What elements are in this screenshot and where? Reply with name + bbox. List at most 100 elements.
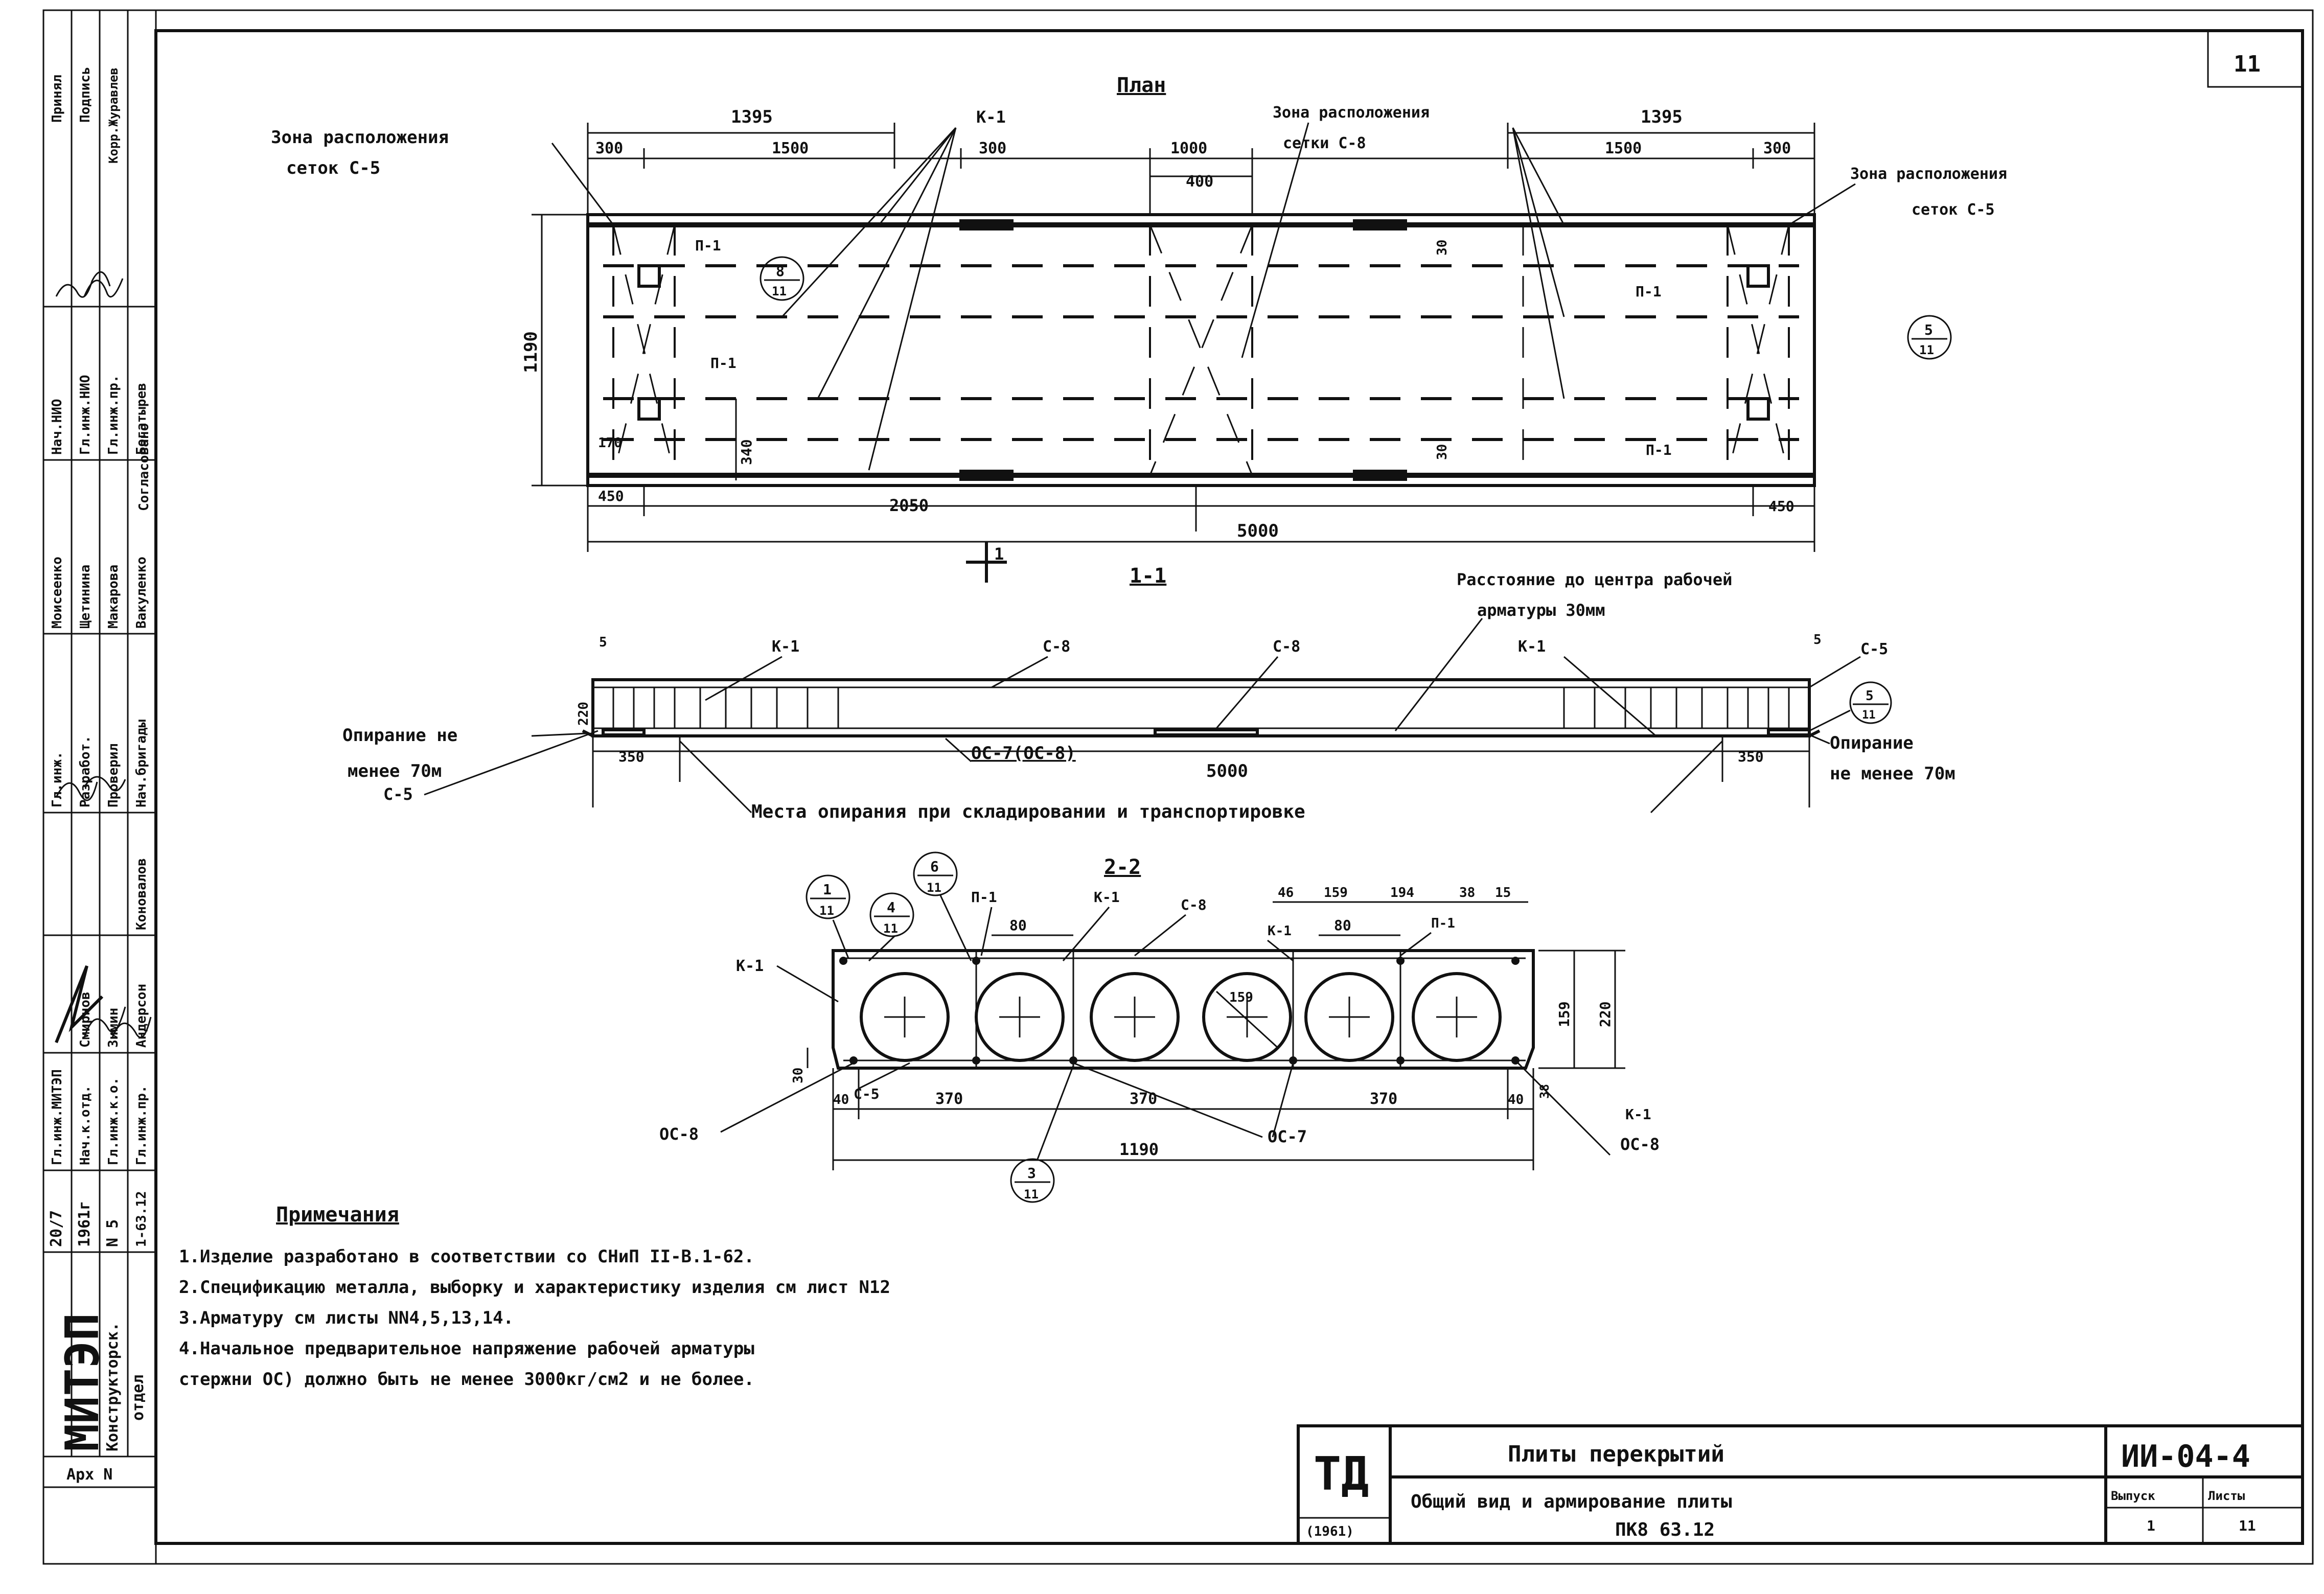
s2-ref-4-num: 4 bbox=[887, 899, 895, 916]
stamp-role-6: Проверил bbox=[106, 744, 121, 807]
s2-ref-6-num: 6 bbox=[930, 858, 939, 875]
signature-5 bbox=[55, 965, 104, 1044]
stamp-name-9: Согласовано bbox=[136, 423, 152, 511]
s2-dim-80-b: 80 bbox=[1334, 917, 1351, 934]
note-line-4: 4.Начальное предварительное напряжение р… bbox=[179, 1338, 754, 1359]
stirrups-left bbox=[612, 687, 839, 728]
stamp-name-8: Богатырев bbox=[134, 383, 149, 455]
signature-3 bbox=[55, 781, 98, 801]
s1-dim-350-l: 350 bbox=[618, 748, 645, 765]
corner-sheet-number: 11 bbox=[2234, 51, 2261, 77]
stamp-role-0: Гл.инж.МИТЭП bbox=[50, 1069, 65, 1165]
dim-2050: 2050 bbox=[889, 496, 929, 515]
dim-1395-right: 1395 bbox=[1641, 107, 1683, 127]
signature-2 bbox=[83, 278, 124, 298]
s2-k1-d: К-1 bbox=[1625, 1106, 1651, 1123]
s1-support-r-2: не менее 70м bbox=[1830, 764, 1955, 784]
sheet-value: 11 bbox=[2239, 1517, 2256, 1534]
s2-ref-4-circle bbox=[869, 892, 914, 937]
stamp-role-10: Гл.инж.пр. bbox=[106, 375, 121, 455]
s1-note-right-1: Расстояние до центра рабочей bbox=[1457, 570, 1732, 589]
zone-mid-label-1: Зона расположения bbox=[1273, 104, 1430, 122]
detail-ref-8-circle bbox=[760, 256, 804, 301]
stamp-role-1: Нач.к.отд. bbox=[78, 1085, 93, 1165]
s2-dim-30-v: 30 bbox=[791, 1068, 806, 1083]
s2-dim-38: 38 bbox=[1459, 885, 1475, 900]
stamp-role-8: Нач.НИО bbox=[50, 399, 65, 455]
ref-5-den: 11 bbox=[1919, 343, 1934, 357]
notes-title: Примечания bbox=[276, 1203, 399, 1227]
dim-400: 400 bbox=[1186, 173, 1213, 191]
title-block: ТД (1961) Плиты перекрытий Общий вид и а… bbox=[1297, 30, 2304, 1545]
note-line-5: стержни ОС) должно быть не менее 3000кг/… bbox=[179, 1369, 754, 1390]
note-line-2: 2.Спецификацию металла, выборку и характ… bbox=[179, 1277, 890, 1298]
side-stamp: МИТЭП Конструкторск. отдел Арх N 20/7 19… bbox=[42, 9, 157, 1565]
s2-ref-3-den: 11 bbox=[1024, 1187, 1039, 1202]
note-line-3: 3.Арматуру см листы NN4,5,13,14. bbox=[179, 1308, 514, 1328]
s1-dim-5000: 5000 bbox=[1206, 761, 1248, 781]
s1-c8-b: С-8 bbox=[1273, 638, 1300, 656]
stamp-role-12: Подпись bbox=[78, 66, 93, 123]
sheet-subtitle-1: Общий вид и армирование плиты bbox=[1411, 1491, 1732, 1512]
ref-8-den: 11 bbox=[772, 284, 787, 298]
stamp-role-7: Нач.бригады bbox=[134, 719, 149, 807]
dim-300-c: 300 bbox=[1763, 140, 1791, 157]
dim-5000: 5000 bbox=[1237, 521, 1279, 541]
s2-k1-a: К-1 bbox=[736, 957, 764, 975]
dim-1500-a: 1500 bbox=[772, 140, 809, 157]
s2-dim-80-a: 80 bbox=[1009, 917, 1027, 934]
section2-outline bbox=[832, 949, 1535, 1070]
s2-k1-c: К-1 bbox=[1268, 923, 1292, 939]
s2-dim-159-circle: 159 bbox=[1229, 990, 1253, 1005]
dim-450-l: 450 bbox=[598, 488, 624, 504]
dim-340: 340 bbox=[738, 439, 755, 465]
s1-c5-r: С-5 bbox=[1860, 640, 1888, 658]
zone-left-label-2: сеток С-5 bbox=[286, 158, 380, 178]
s2-dim-370-a: 370 bbox=[935, 1090, 963, 1108]
s1-note-right-2: арматуры 30мм bbox=[1477, 600, 1605, 620]
stamp-series-1: 20/7 bbox=[48, 1210, 65, 1247]
stamp-series-2: 1961г bbox=[76, 1201, 94, 1247]
s2-dim-40-l: 40 bbox=[833, 1092, 849, 1107]
stamp-role-2: Гл.инж.к.о. bbox=[106, 1077, 121, 1165]
stamp-num-2: 1-63.12 bbox=[134, 1191, 149, 1247]
s2-ref-1-den: 11 bbox=[819, 904, 834, 918]
sheet-label: Листы bbox=[2208, 1489, 2245, 1503]
stamp-name-4: Щетинина bbox=[78, 565, 93, 629]
org-mark: ТД bbox=[1314, 1447, 1369, 1501]
s2-ref-1-circle bbox=[806, 874, 850, 919]
notes-block: Примечания 1.Изделие разработано в соотв… bbox=[179, 1203, 890, 1390]
sheet-subtitle-2: ПК8 63.12 bbox=[1615, 1519, 1715, 1540]
zone-right-label-1: Зона расположения bbox=[1850, 165, 2007, 183]
section-2-2: 2-2 80 80 46 159 194 38 15 bbox=[659, 851, 1660, 1203]
s2-dim-38-b: 38 bbox=[1537, 1084, 1552, 1099]
stamp-name-3: Коновалов bbox=[134, 858, 149, 930]
plan-view: План bbox=[271, 74, 2007, 583]
dim-30-bot: 30 bbox=[1435, 444, 1450, 460]
section2-title: 2-2 bbox=[1104, 856, 1141, 879]
dim-300-a: 300 bbox=[595, 140, 623, 157]
s2-c5: С-5 bbox=[854, 1085, 880, 1102]
s1-c5-l: С-5 bbox=[383, 784, 413, 804]
s1-ref-5-num: 5 bbox=[1866, 688, 1874, 704]
s1-k1-r: К-1 bbox=[1518, 638, 1546, 656]
issue-label: Выпуск bbox=[2111, 1489, 2155, 1503]
s1-dim-350-r: 350 bbox=[1738, 748, 1764, 765]
zone-mid-label-2: сетки С-8 bbox=[1283, 134, 1366, 152]
plan-title: План bbox=[1117, 74, 1166, 97]
p1-label-b: П-1 bbox=[710, 355, 737, 372]
s2-ref-6-den: 11 bbox=[927, 881, 941, 895]
s1-ref-5-den: 11 bbox=[1862, 709, 1876, 722]
dim-1500-b: 1500 bbox=[1605, 140, 1642, 157]
dim-450-r: 450 bbox=[1768, 498, 1794, 515]
dim-30-top: 30 bbox=[1435, 240, 1450, 256]
dim-300-b: 300 bbox=[979, 140, 1006, 157]
stamp-org: МИТЭП bbox=[56, 1313, 109, 1451]
s2-dim-159: 159 bbox=[1324, 885, 1348, 900]
p1-label-a: П-1 bbox=[695, 237, 721, 254]
s2-dim-159-v: 159 bbox=[1556, 1001, 1573, 1027]
s2-dim-220-v: 220 bbox=[1597, 1001, 1614, 1027]
s2-ref-3-num: 3 bbox=[1027, 1165, 1036, 1182]
note-line-1: 1.Изделие разработано в соответствии со … bbox=[179, 1246, 754, 1267]
